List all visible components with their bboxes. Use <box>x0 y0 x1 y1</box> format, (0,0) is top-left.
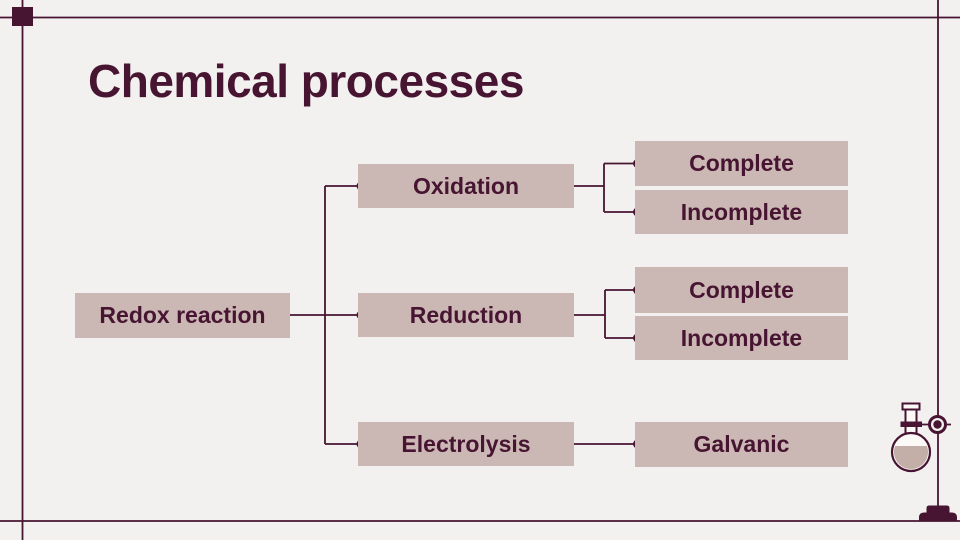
round-bottom-flask-icon <box>890 402 951 473</box>
stand-base-icon <box>919 505 957 521</box>
node-reduction-incomplete: Incomplete <box>635 316 848 360</box>
node-electrolysis: Electrolysis <box>358 422 574 466</box>
connector-oxidation-children <box>574 162 635 213</box>
slide-title: Chemical processes <box>88 55 524 107</box>
connector-lines <box>290 162 635 445</box>
node-galvanic: Galvanic <box>635 422 848 467</box>
knob-center <box>933 420 942 429</box>
node-oxidation-incomplete: Incomplete <box>635 190 848 234</box>
flask-lip <box>901 402 921 411</box>
flask-liquid <box>894 446 928 470</box>
clamp-bar <box>900 421 922 427</box>
node-reduction: Reduction <box>358 293 574 337</box>
node-oxidation-complete: Complete <box>635 141 848 186</box>
stand-clamp-knob-icon <box>928 415 947 434</box>
node-oxidation: Oxidation <box>358 164 574 208</box>
node-reduction-complete: Complete <box>635 267 848 313</box>
corner-square-icon <box>12 7 33 26</box>
node-redox-reaction: Redox reaction <box>75 293 290 338</box>
connector-reduction-children <box>574 289 635 339</box>
